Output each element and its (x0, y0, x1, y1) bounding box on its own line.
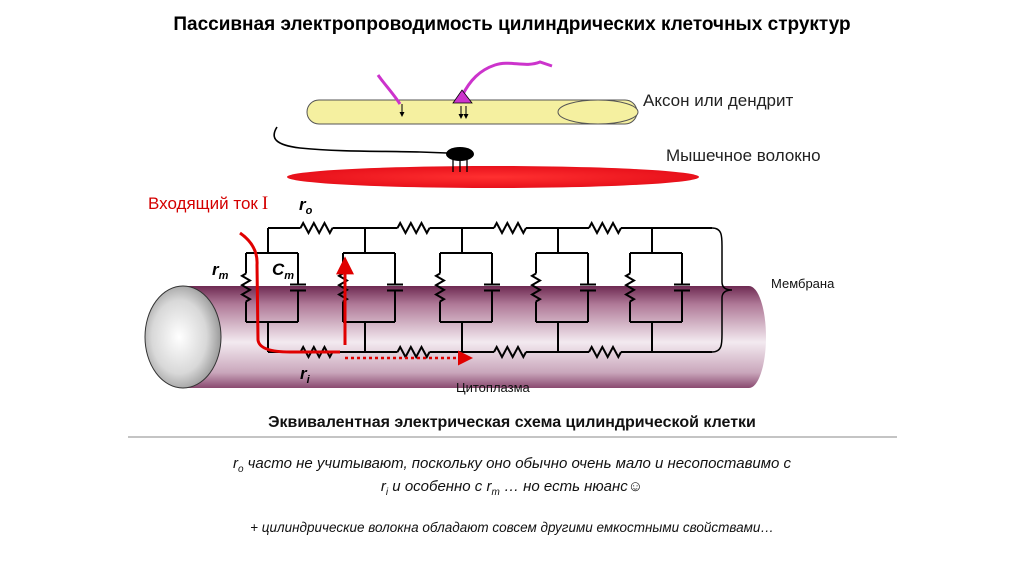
ro-symbol: ro (299, 195, 313, 217)
membrane-label: Мембрана (771, 276, 835, 291)
cytoplasm-label: Цитоплазма (456, 380, 530, 395)
rm-resistor (624, 272, 636, 303)
rm-resistor (530, 272, 542, 303)
muscle-label: Мышечное волокно (666, 146, 821, 165)
rm-symbol: rm (212, 260, 229, 282)
muscle-fiber-illustration (273, 126, 699, 188)
rm-resistor (434, 272, 446, 303)
axon-label: Аксон или дендрит (643, 91, 794, 110)
axon-illustration (306, 60, 639, 125)
slide-title: Пассивная электропроводимость цилиндриче… (173, 14, 851, 35)
ri-resistor (396, 344, 431, 360)
current-symbol: I (261, 193, 269, 214)
diagram-caption: Эквивалентная электрическая схема цилинд… (268, 414, 756, 431)
rm-resistor (240, 272, 252, 303)
ri-resistor (588, 344, 622, 360)
incoming-current-text: Входящий ток (148, 194, 258, 213)
ro-resistor (396, 220, 431, 236)
ro-resistor (588, 220, 622, 236)
circuit (240, 220, 712, 360)
incoming-current-path (239, 231, 473, 366)
note-line-3: + цилиндрические волокна обладают совсем… (250, 520, 774, 535)
ri-symbol: ri (300, 364, 310, 386)
ri-resistor (493, 344, 527, 360)
note-line-1: ro часто не учитывают, поскольку оно обы… (232, 455, 792, 475)
cylinder-cell (144, 285, 766, 389)
ro-resistor (299, 220, 334, 236)
note-line-2: ri и особенно с rm … но есть нюанс☺ (380, 478, 644, 498)
membrane-brace (711, 227, 733, 353)
cm-symbol: Cm (272, 260, 295, 282)
ro-resistor (493, 220, 527, 236)
